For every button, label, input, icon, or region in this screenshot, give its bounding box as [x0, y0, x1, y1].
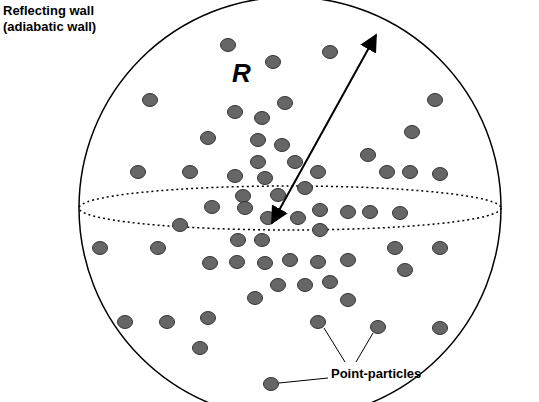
point-particle	[283, 254, 298, 267]
point-particle	[231, 234, 246, 247]
leader-line	[324, 328, 345, 362]
particles	[93, 39, 448, 391]
reflecting-wall	[79, 0, 501, 402]
point-particle	[143, 94, 158, 107]
point-particle	[388, 242, 403, 255]
point-particle	[201, 132, 216, 145]
point-particle	[311, 256, 326, 269]
point-particle	[183, 166, 198, 179]
point-particle	[341, 254, 356, 267]
point-particle	[160, 316, 175, 329]
radius-arrow	[272, 35, 376, 223]
point-particle	[291, 212, 306, 225]
point-particle	[323, 46, 338, 59]
point-particle	[118, 316, 133, 329]
point-particle	[236, 190, 251, 203]
point-particle	[238, 202, 253, 215]
point-particle	[313, 224, 328, 237]
point-particle	[433, 168, 448, 181]
point-particle	[398, 264, 413, 277]
particle-label: Point-particles	[331, 366, 421, 382]
point-particle	[341, 206, 356, 219]
point-particle	[313, 204, 328, 217]
point-particle	[371, 321, 386, 334]
point-particle	[380, 166, 395, 179]
point-particle	[205, 201, 220, 214]
point-particle	[173, 219, 188, 232]
point-particle	[433, 322, 448, 335]
point-particle	[266, 56, 281, 69]
point-particle	[151, 242, 166, 255]
point-particle	[258, 172, 273, 185]
point-particle	[288, 156, 303, 169]
point-particle	[203, 257, 218, 270]
point-particle	[298, 182, 313, 195]
leader-line	[279, 378, 328, 383]
point-particle	[271, 279, 286, 292]
point-particle	[251, 156, 266, 169]
point-particle	[428, 94, 443, 107]
point-particle	[278, 97, 293, 110]
point-particle	[264, 378, 279, 391]
point-particle	[131, 166, 146, 179]
point-particle	[228, 106, 243, 119]
point-particle	[228, 170, 243, 183]
point-particle	[393, 207, 408, 220]
point-particle	[298, 279, 313, 292]
point-particle	[311, 166, 326, 179]
point-particle	[93, 242, 108, 255]
wall-label: Reflecting wall (adiabatic wall)	[3, 3, 121, 34]
point-particle	[230, 256, 245, 269]
leader-line	[356, 333, 373, 362]
point-particle	[271, 189, 286, 202]
point-particle	[221, 39, 236, 52]
equator	[79, 186, 501, 230]
point-particle	[248, 292, 263, 305]
point-particle	[403, 166, 418, 179]
point-particle	[323, 276, 338, 289]
point-particle	[201, 312, 216, 325]
point-particle	[361, 149, 376, 162]
point-particle	[363, 206, 378, 219]
point-particle	[433, 242, 448, 255]
point-particle	[405, 126, 420, 139]
point-particle	[255, 234, 270, 247]
point-particle	[311, 316, 326, 329]
radius-label: R	[232, 58, 251, 89]
point-particle	[255, 112, 270, 125]
point-particle	[251, 134, 266, 147]
point-particle	[341, 294, 356, 307]
point-particle	[258, 257, 273, 270]
point-particle	[193, 342, 208, 355]
point-particle	[275, 139, 290, 152]
